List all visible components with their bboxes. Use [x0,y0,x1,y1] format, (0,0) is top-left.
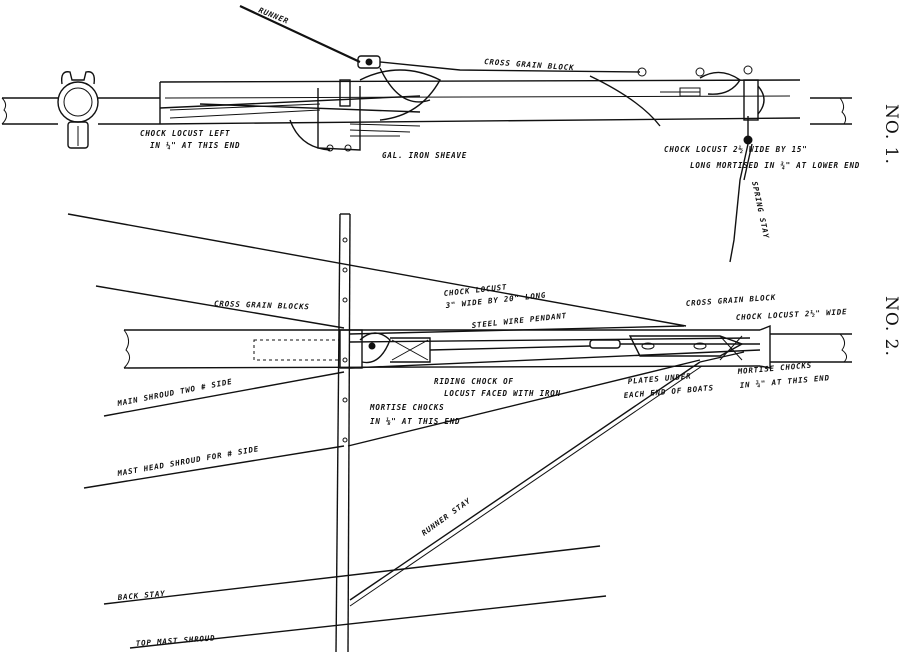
runner-rigging [159,5,753,137]
label-mast-head-shroud: MAST HEAD SHROUD FOR # SIDE [116,444,260,478]
label-chock-locust-wide-2: CHOCK LOCUST 2½" WIDE [736,307,848,322]
label-cross-grain-blocks: CROSS GRAIN BLOCKS [214,299,310,311]
label-mortise-chocks-right-line2: IN ¾" AT THIS END [739,373,830,390]
label-plates-line2: EACH END OF BOATS [623,383,714,400]
figure-number-2: NO. 2. [881,296,901,357]
label-mortise-chocks-line2: IN ⅛" AT THIS END [370,417,460,426]
label-mortise-chocks-right-line1: MORTISE CHOCKS [736,361,812,377]
label-mortise-chocks-line1: MORTISE CHOCKS [369,403,444,412]
label-runner-stay: RUNNER STAY [420,496,473,538]
label-steel-wire-pendant: STEEL WIRE PENDANT [471,311,567,330]
label-cross-grain-block-2: CROSS GRAIN BLOCK [686,293,777,308]
label-chock-locust-left-line2: IN ¼" AT THIS END [150,141,240,150]
label-chock-locust-wide-line2: LONG MORTISED IN ¾" AT LOWER END [690,161,860,170]
label-spring-stay: SPRING STAY [750,181,771,240]
shrouds-and-stays [67,213,761,649]
spar-cross-section [57,71,99,149]
label-top-mast-shroud: TOP MAST SHROUD [136,633,216,648]
boom-spar-no1 [1,79,852,152]
label-galv-iron-sheave: GAL. IRON SHEAVE [382,151,467,160]
figure-1: RUNNER CROSS GRAIN BLOCK CHOCK LOCUST LE… [1,5,901,263]
spring-stay-line [729,116,753,263]
label-chock-locust-wide-line1: CHOCK LOCUST 2½ WIDE BY 15" [664,145,808,154]
figure-2: CROSS GRAIN BLOCKS CHOCK LOCUST 3" WIDE … [67,213,901,653]
mast-no2 [335,213,351,653]
label-back-stay: BACK STAY [116,589,165,602]
label-plates-line1: PLATES UNDER [627,371,691,386]
label-riding-chock-line1: RIDING CHOCK OF [434,377,514,386]
label-chock-locust-left-line1: CHOCK LOCUST LEFT [140,129,230,138]
figure-number-1: NO. 1. [881,104,901,165]
label-riding-chock-line2: LOCUST FACED WITH IRON [444,389,561,398]
boom-spar-no2 [123,324,852,369]
